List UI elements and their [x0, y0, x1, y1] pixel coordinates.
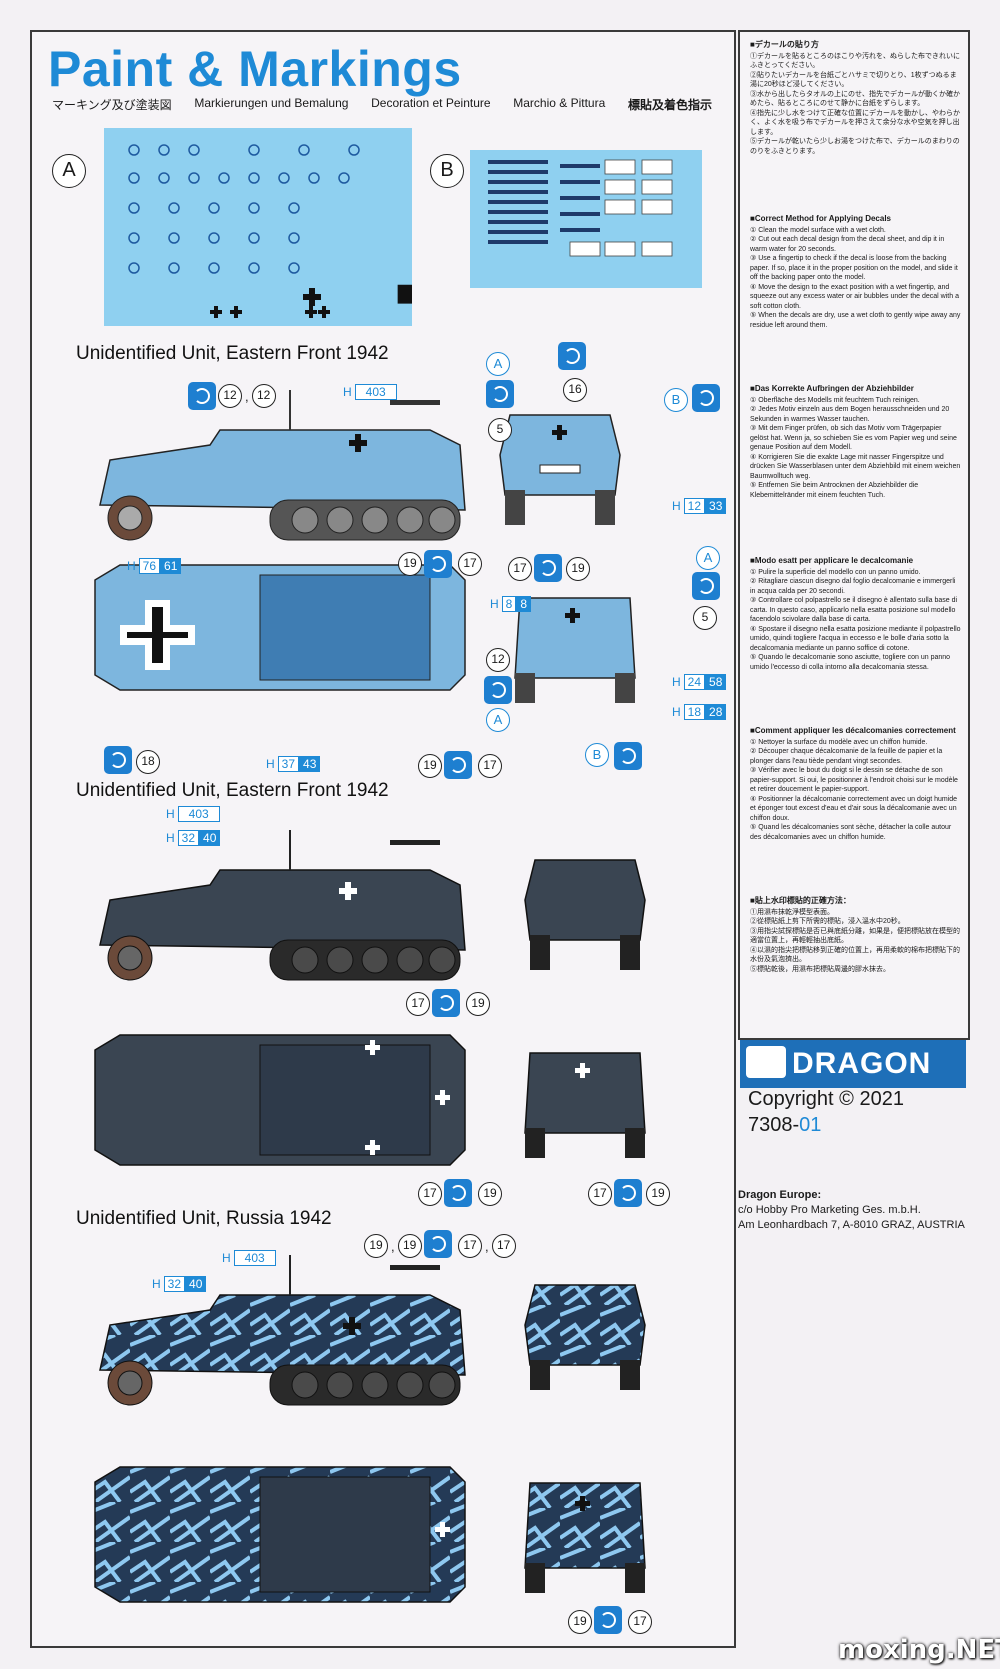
callout-5-b: 5 — [693, 606, 717, 630]
callout-19-19: 19,19 — [364, 1234, 422, 1258]
kit-code: 7308-01 — [748, 1114, 822, 1136]
decal-icon — [424, 1230, 452, 1258]
variant-label-a-3: A — [486, 708, 510, 732]
decal-sheet-a — [104, 128, 412, 326]
callout-17: 17 — [458, 552, 482, 576]
site-watermark: moxing.NET — [838, 1635, 1000, 1665]
decal-sheet-b-label: B — [430, 154, 464, 188]
variant-label-a: A — [486, 352, 510, 376]
decal-icon — [594, 1606, 622, 1634]
variant-label-b: B — [664, 388, 688, 412]
unit3-top-view — [94, 1466, 466, 1603]
unit3-side-view — [99, 1255, 466, 1406]
callout-19-b: 19 — [566, 557, 590, 581]
callout-17-d: 17 — [406, 992, 430, 1016]
subtitle-japanese: マーキング及び塗装図 — [52, 98, 172, 112]
unit2-rear-view — [524, 1052, 646, 1158]
callout-17-i: 17 — [628, 1610, 652, 1634]
decal-icon — [614, 1179, 642, 1207]
decal-icon — [692, 572, 720, 600]
decal-icon — [486, 380, 514, 408]
unit-title-2: Unidentified Unit, Eastern Front 1942 — [76, 780, 389, 801]
instructions-panel-frame — [738, 30, 970, 1040]
dragon-emblem-icon — [746, 1046, 786, 1078]
unit1-side-view — [99, 390, 466, 541]
callout-5: 5 — [488, 418, 512, 442]
copyright-text: Copyright © 2021 — [748, 1088, 904, 1110]
decal-icon — [692, 384, 720, 412]
decal-icon — [484, 676, 512, 704]
callout-12-12: 12,12 — [218, 384, 276, 408]
dragon-europe-address: Dragon Europe: c/o Hobby Pro Marketing G… — [738, 1189, 965, 1231]
callout-17-b: 17 — [508, 557, 532, 581]
subtitle-chinese: 標貼及着色指示 — [627, 98, 712, 112]
callout-19-e: 19 — [478, 1182, 502, 1206]
decal-icon — [432, 989, 460, 1017]
decal-icon — [614, 742, 642, 770]
unit-title-1: Unidentified Unit, Eastern Front 1942 — [76, 343, 389, 364]
callout-17-e: 17 — [418, 1182, 442, 1206]
callout-16: 16 — [563, 378, 587, 402]
instructions-german: ■Das Korrekte Aufbringen der Abziehbilde… — [750, 384, 961, 499]
decal-icon — [444, 1179, 472, 1207]
unit2-top-view — [94, 1034, 466, 1166]
unit2-side-view — [99, 830, 466, 981]
instructions-italian: ■Modo esatt per applicare le decalcomani… — [750, 556, 961, 671]
callout-17-17: 17,17 — [458, 1234, 516, 1258]
callout-17-c: 17 — [478, 754, 502, 778]
unit2-front-view — [524, 859, 646, 970]
callout-17-f: 17 — [588, 1182, 612, 1206]
decal-sheet-a-label: A — [52, 154, 86, 188]
unit1-top-view — [94, 564, 466, 691]
decal-sheet-b — [470, 150, 702, 288]
decal-sheet-b-art — [488, 159, 673, 257]
unit-title-3: Unidentified Unit, Russia 1942 — [76, 1208, 332, 1229]
decal-icon — [534, 554, 562, 582]
callout-12-b: 12 — [486, 648, 510, 672]
instructions-english: ■Correct Method for Applying Decals ① Cl… — [750, 214, 961, 329]
instructions-chinese: ■貼上水印標貼的正確方法： ①用濕布抹乾淨模型表面。 ②從標貼紙上剪下所需的標貼… — [750, 896, 960, 973]
decal-icon — [444, 751, 472, 779]
callout-18: 18 — [136, 750, 160, 774]
instructions-japanese: ■デカールの貼り方 ①デカールを貼るところのほこりや汚れを、ぬらした布できれいに… — [750, 40, 960, 155]
variant-label-a-2: A — [696, 546, 720, 570]
subtitle-german: Markierungen und Bemalung — [194, 96, 349, 110]
dragon-logo: DRAGON — [740, 1040, 966, 1088]
callout-19-f: 19 — [646, 1182, 670, 1206]
decal-icon — [558, 342, 586, 370]
unit1-front-view — [499, 414, 621, 525]
decal-icon — [188, 382, 216, 410]
unit3-front-view — [524, 1284, 646, 1390]
callout-19-i: 19 — [568, 1610, 592, 1634]
unit3-rear-view — [524, 1482, 646, 1593]
callout-number: 12 — [251, 384, 276, 408]
language-subtitles: マーキング及び塗装図 Markierungen und Bemalung Dec… — [52, 96, 712, 113]
callout-19-17: 19 — [398, 552, 422, 576]
callout-19-c: 19 — [418, 754, 442, 778]
page-title: Paint & Markings — [48, 41, 462, 97]
decal-icon — [104, 746, 132, 774]
unit1-rear-view — [514, 597, 636, 703]
decal-sheet-a-art — [128, 144, 412, 318]
callout-number: 12 — [218, 384, 242, 408]
variant-label-b-2: B — [585, 743, 609, 767]
subtitle-french: Decoration et Peinture — [371, 96, 491, 110]
subtitle-italian: Marchio & Pittura — [513, 96, 606, 110]
callout-19-d: 19 — [466, 992, 490, 1016]
decal-icon — [424, 550, 452, 578]
instructions-french: ■Comment appliquer les décalcomanies cor… — [750, 726, 958, 841]
